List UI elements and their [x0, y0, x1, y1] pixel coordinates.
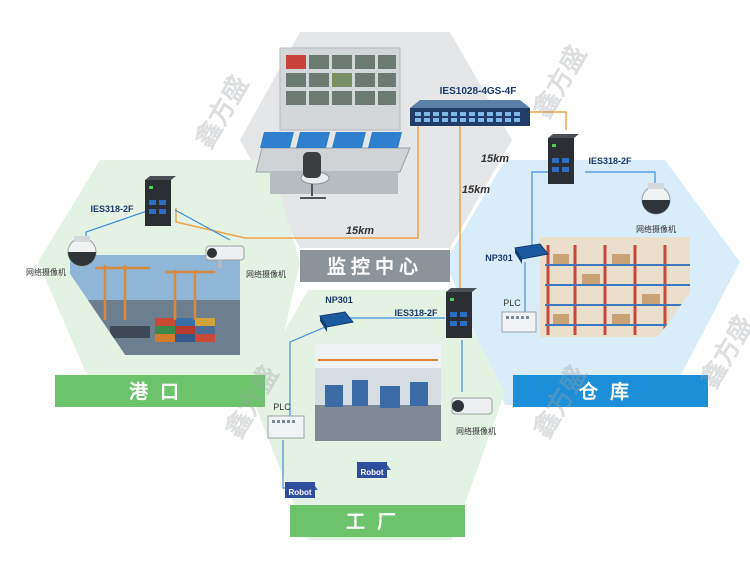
robot-1-label: Robot [288, 488, 311, 497]
link-warehouse-switch-np301 [531, 171, 550, 246]
video-wall [279, 47, 401, 131]
warehouse-switch-label: IES318-2F [588, 156, 632, 166]
band-control-center [300, 250, 450, 282]
band-factory [290, 505, 465, 537]
port-bullet-camera-icon [205, 245, 245, 268]
warehouse-distance-label: 15km [481, 153, 509, 165]
svg-text:鑫方盛: 鑫方盛 [527, 40, 592, 123]
band-label-warehouse: 仓库 [578, 380, 641, 403]
factory-distance-label: 15km [462, 184, 490, 196]
band-label-control-center: 监控中心 [327, 255, 423, 278]
factory-plc-label: PLC [273, 402, 291, 412]
factory-photo [315, 344, 441, 441]
robot-2-label: Robot [360, 468, 383, 477]
band-label-port: 港口 [129, 381, 191, 403]
network-links [85, 111, 656, 489]
port-distance-label: 15km [346, 225, 374, 237]
port-switch-label: IES318-2F [90, 204, 134, 214]
link-port-to-core [175, 122, 419, 239]
factory-plc [267, 415, 305, 439]
link-port-switch-camera2 [174, 209, 231, 241]
port-switch [145, 176, 176, 226]
warehouse-dome-camera-icon [641, 183, 671, 215]
factory-switch [446, 288, 477, 338]
core-switch [410, 100, 530, 126]
warehouse-switch [548, 134, 579, 184]
band-warehouse [513, 375, 708, 407]
warehouse-dome-camera-label: 网络摄像机 [636, 224, 676, 234]
factory-bullet-camera-label: 网络摄像机 [456, 426, 496, 436]
band-port [55, 375, 265, 407]
factory-switch-label: IES318-2F [394, 308, 438, 318]
warehouse-np301 [514, 243, 549, 264]
link-warehouse-switch-camera [585, 171, 656, 185]
factory-np301 [319, 311, 354, 332]
warehouse-plc [501, 311, 537, 333]
band-label-factory: 工厂 [346, 512, 408, 533]
warehouse-plc-label: PLC [503, 298, 521, 308]
port-dome-camera-icon [67, 236, 97, 267]
robot-2 [357, 462, 391, 478]
link-factory-np301-plc [289, 324, 331, 420]
core-switch-label: IES1028-4GS-4F [440, 86, 517, 97]
factory-bullet-camera-icon [451, 397, 493, 415]
warehouse-np301-label: NP301 [485, 253, 513, 263]
factory-np301-label: NP301 [325, 295, 353, 305]
port-dome-camera-label: 网络摄像机 [26, 267, 66, 277]
operator-console [255, 132, 411, 199]
warehouse-photo [540, 237, 690, 337]
port-bullet-camera-label: 网络摄像机 [246, 269, 286, 279]
robot-1 [285, 482, 318, 498]
